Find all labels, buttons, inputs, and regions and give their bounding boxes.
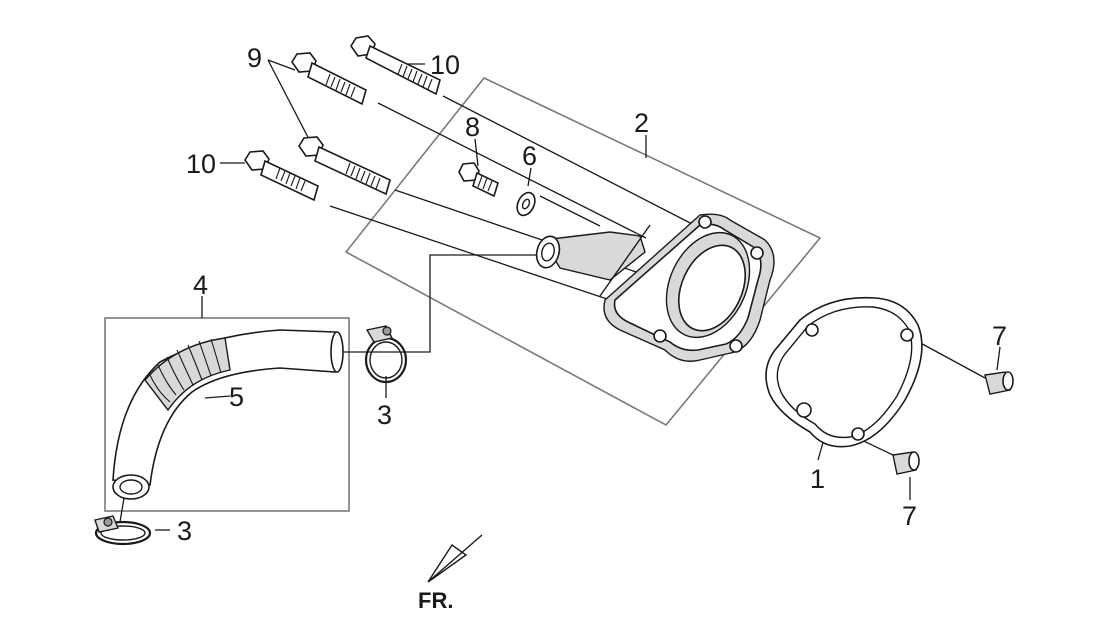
callout-10-lower: 10 bbox=[186, 149, 216, 179]
bolt-9-lower bbox=[298, 136, 391, 196]
hose-clamp-3-lower bbox=[94, 515, 152, 546]
bolt-9-upper bbox=[291, 52, 367, 106]
callout-7-upper: 7 bbox=[992, 321, 1007, 351]
callout-labels: 1 2 3 3 4 5 6 7 7 8 9 10 10 bbox=[177, 43, 1007, 546]
bolt-10-upper bbox=[350, 35, 441, 96]
gasket-1 bbox=[765, 296, 923, 448]
callout-10-upper: 10 bbox=[430, 50, 460, 80]
bolt-8 bbox=[458, 162, 499, 198]
callout-8: 8 bbox=[465, 112, 480, 142]
callout-1: 1 bbox=[810, 464, 825, 494]
front-direction-arrow-icon bbox=[427, 534, 483, 583]
callout-6: 6 bbox=[522, 141, 537, 171]
hose-clamp-3-upper bbox=[364, 325, 408, 384]
bolt-10-lower bbox=[244, 150, 319, 202]
sleeve-5 bbox=[144, 337, 231, 412]
leader-lines bbox=[119, 59, 1001, 531]
callout-4: 4 bbox=[193, 270, 208, 300]
group-box-water-pump-cover bbox=[344, 77, 822, 427]
callout-9: 9 bbox=[247, 43, 262, 73]
callout-5: 5 bbox=[229, 382, 244, 412]
washer-6 bbox=[516, 191, 536, 217]
group-box-hose bbox=[104, 317, 350, 512]
callout-3-upper: 3 bbox=[377, 400, 392, 430]
callout-3-lower: 3 bbox=[177, 516, 192, 546]
callout-7-lower: 7 bbox=[902, 501, 917, 531]
water-pump-cover bbox=[535, 213, 775, 362]
dowel-pin-7-lower bbox=[892, 451, 920, 475]
callout-2: 2 bbox=[634, 108, 649, 138]
dowel-pin-7-upper bbox=[984, 371, 1014, 395]
front-direction-label: FR. bbox=[418, 588, 453, 613]
